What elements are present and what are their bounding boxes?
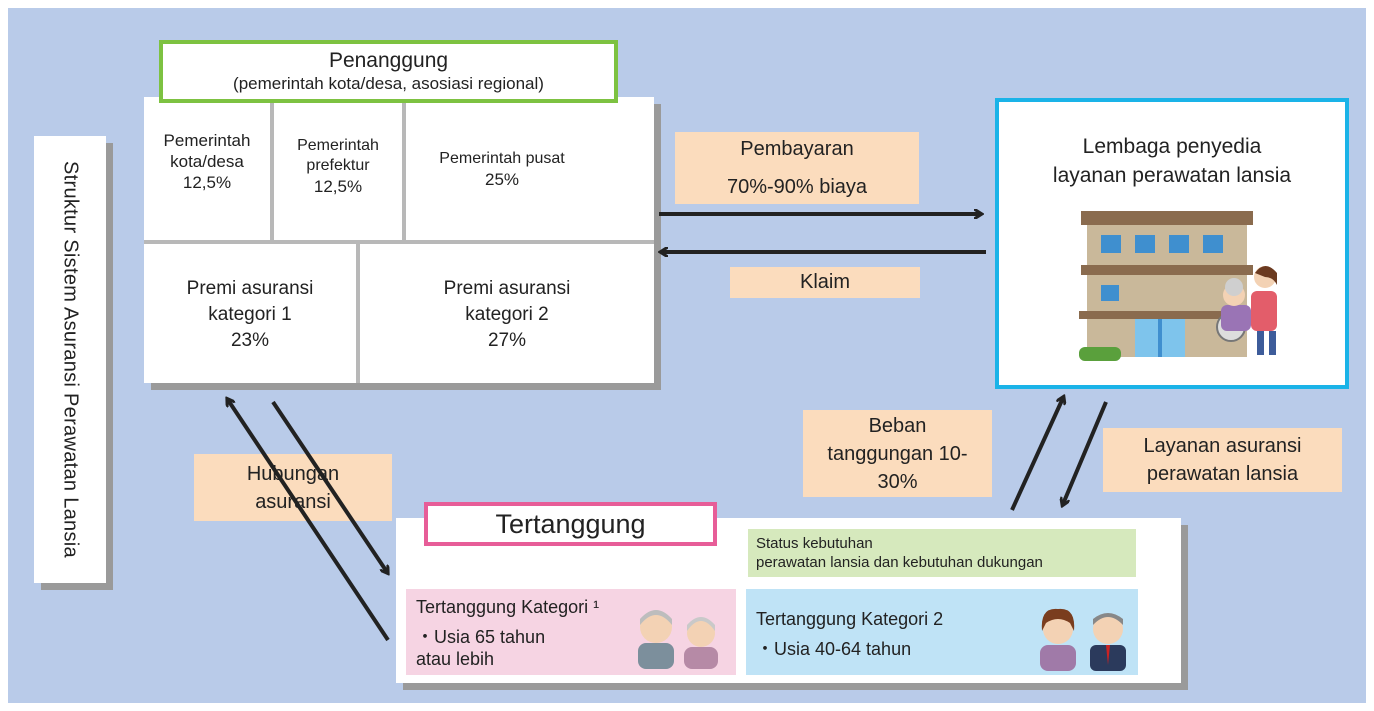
cell-value: 27%: [487, 330, 527, 351]
cat1-line1: ・Usia 65 tahun: [416, 627, 546, 647]
care-facility-illustration: [1079, 211, 1277, 361]
cell-label: Premi asuransi kategori 1: [186, 278, 314, 325]
cell-label: Pemerintah pusat: [439, 150, 565, 167]
cell-label: Premi asuransi kategori 2: [443, 278, 571, 325]
provider-box: Lembaga penyedia layanan perawatan lansi…: [995, 98, 1349, 389]
insurer-cell-premium-1: Premi asuransi kategori 1 23%: [144, 276, 356, 354]
cell-value: 12,5%: [313, 177, 363, 196]
claim-text: Klaim: [799, 271, 850, 293]
status-text: Status kebutuhan perawatan lansia dan ke…: [756, 535, 1043, 571]
insurer-grid-lines: [144, 97, 654, 383]
insured-title-box: Tertanggung: [424, 502, 717, 546]
cat1-line2: atau lebih: [416, 649, 495, 669]
vertical-title: Struktur Sistem Asuransi Perawatan Lansi…: [59, 161, 82, 558]
insurer-cell-premium-2: Premi asuransi kategori 2 27%: [360, 276, 654, 354]
cell-value: 23%: [230, 330, 270, 351]
cat1-title: Tertanggung Kategori ¹: [416, 597, 600, 617]
insurer-cell-city: Pemerintah kota/desa 12,5%: [144, 130, 270, 193]
insurer-cell-central: Pemerintah pusat 25%: [406, 148, 598, 190]
burden-label: Beban tanggungan 10- 30%: [803, 410, 992, 497]
payment-value: 70%-90% biaya: [726, 176, 868, 198]
insurer-cell-prefecture: Pemerintah prefektur 12,5%: [274, 136, 402, 197]
insurer-title-box: Penanggung (pemerintah kota/desa, asosia…: [159, 40, 618, 103]
insurance-relation-text: Hubungan asuransi: [246, 462, 340, 513]
service-arrow: [1063, 401, 1108, 504]
cell-label: Pemerintah kota/desa: [163, 131, 251, 171]
provider-title: Lembaga penyedia layanan perawatan lansi…: [1052, 135, 1292, 187]
burden-text: Beban tanggungan 10- 30%: [827, 414, 968, 493]
insured-cat2-box: Tertanggung Kategori 2 ・Usia 40-64 tahun: [746, 589, 1138, 675]
cat2-line1: ・Usia 40-64 tahun: [756, 639, 912, 659]
vertical-title-box: Struktur Sistem Asuransi Perawatan Lansi…: [34, 136, 106, 583]
burden-arrow: [1010, 398, 1063, 511]
insured-title: Tertanggung: [495, 508, 646, 539]
middle-aged-couple-illustration: [1040, 608, 1126, 671]
insured-cat1-box: Tertanggung Kategori ¹ ・Usia 65 tahun at…: [406, 589, 736, 675]
claim-label: Klaim: [730, 267, 920, 298]
insurer-subtitle: (pemerintah kota/desa, asosiasi regional…: [233, 74, 544, 93]
cell-label: Pemerintah prefektur: [297, 137, 379, 174]
insurance-relation-label: Hubungan asuransi: [194, 454, 392, 521]
premium-up-arrow: [228, 400, 390, 642]
relation-down-arrow: [271, 400, 387, 572]
cell-value: 25%: [484, 170, 520, 189]
insurer-title: Penanggung: [328, 49, 449, 72]
payment-label: Pembayaran 70%-90% biaya: [675, 132, 919, 204]
service-label: Layanan asuransi perawatan lansia: [1103, 428, 1342, 492]
elderly-couple-illustration: [638, 610, 718, 669]
status-box: Status kebutuhan perawatan lansia dan ke…: [748, 529, 1136, 577]
cat2-title: Tertanggung Kategori 2: [756, 609, 944, 629]
payment-title: Pembayaran: [740, 138, 854, 160]
service-text: Layanan asuransi perawatan lansia: [1143, 435, 1302, 485]
cell-value: 12,5%: [182, 173, 232, 192]
